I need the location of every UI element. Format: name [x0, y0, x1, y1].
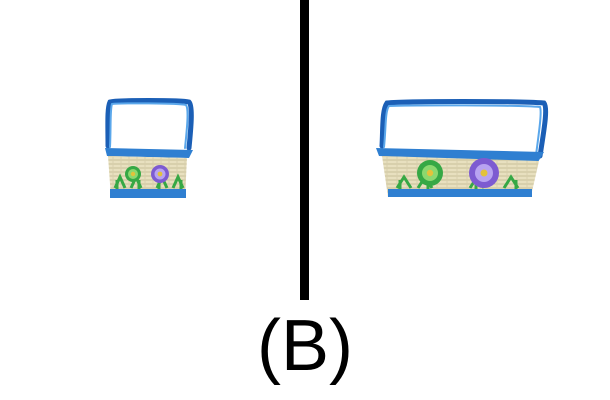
purple-flower-icon	[469, 158, 499, 188]
right-panel	[310, 0, 610, 300]
basket-handle	[105, 98, 194, 151]
panel-divider	[300, 0, 309, 300]
basket-base-band	[388, 189, 532, 197]
panel-caption: (B)	[257, 306, 353, 386]
right-basket-image	[376, 99, 549, 197]
left-panel	[0, 0, 300, 300]
basket-rim	[105, 148, 193, 158]
purple-flower-icon	[151, 165, 169, 183]
basket-rim	[376, 148, 544, 162]
green-flower-icon	[125, 166, 141, 182]
basket-handle	[379, 99, 549, 159]
basket-base-band	[110, 189, 186, 198]
green-flower-icon	[417, 160, 443, 186]
left-basket-image	[105, 98, 194, 198]
